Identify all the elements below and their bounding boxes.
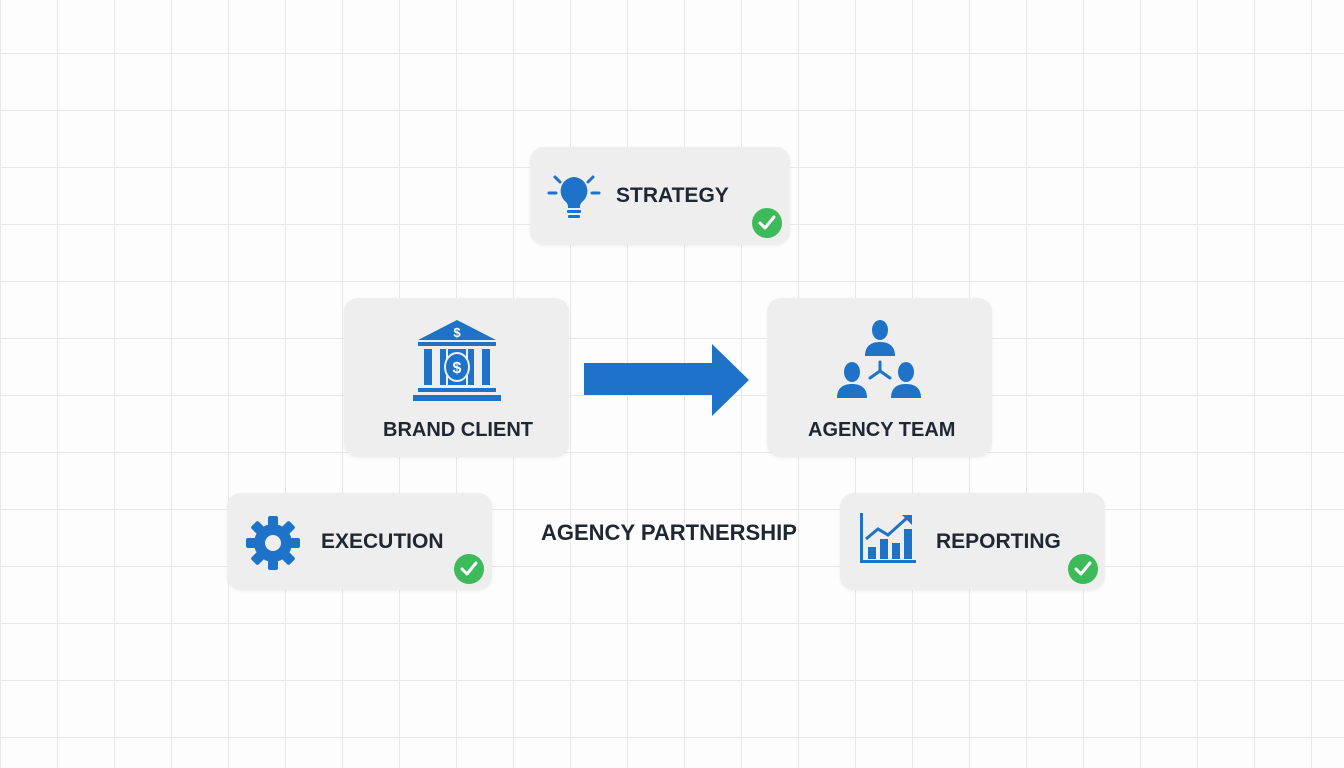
team-network-icon: [837, 320, 921, 398]
brand-client-label: BRAND CLIENT: [383, 419, 533, 441]
check-icon: [1068, 554, 1098, 584]
svg-text:$: $: [453, 360, 462, 377]
center-label: AGENCY PARTNERSHIP: [541, 520, 797, 545]
agency-team-label: AGENCY TEAM: [808, 419, 956, 441]
check-icon: [752, 208, 782, 238]
reporting-label: REPORTING: [936, 530, 1061, 553]
reporting-card: REPORTING: [840, 493, 1105, 590]
flow-arrow: [584, 344, 749, 416]
gear-icon: [246, 516, 300, 570]
svg-text:$: $: [453, 325, 461, 340]
agency-team-card: AGENCY TEAM: [767, 298, 992, 457]
execution-label: EXECUTION: [321, 530, 444, 553]
brand-client-card: $ $ BRAND CLIENT: [344, 298, 569, 457]
execution-card: EXECUTION: [227, 493, 492, 590]
strategy-card: STRATEGY: [530, 147, 790, 245]
lightbulb-icon: [547, 175, 601, 218]
check-icon: [454, 554, 484, 584]
strategy-label: STRATEGY: [616, 184, 729, 207]
bank-dollar-icon: $ $: [413, 320, 501, 401]
growth-chart-icon: [860, 513, 916, 563]
